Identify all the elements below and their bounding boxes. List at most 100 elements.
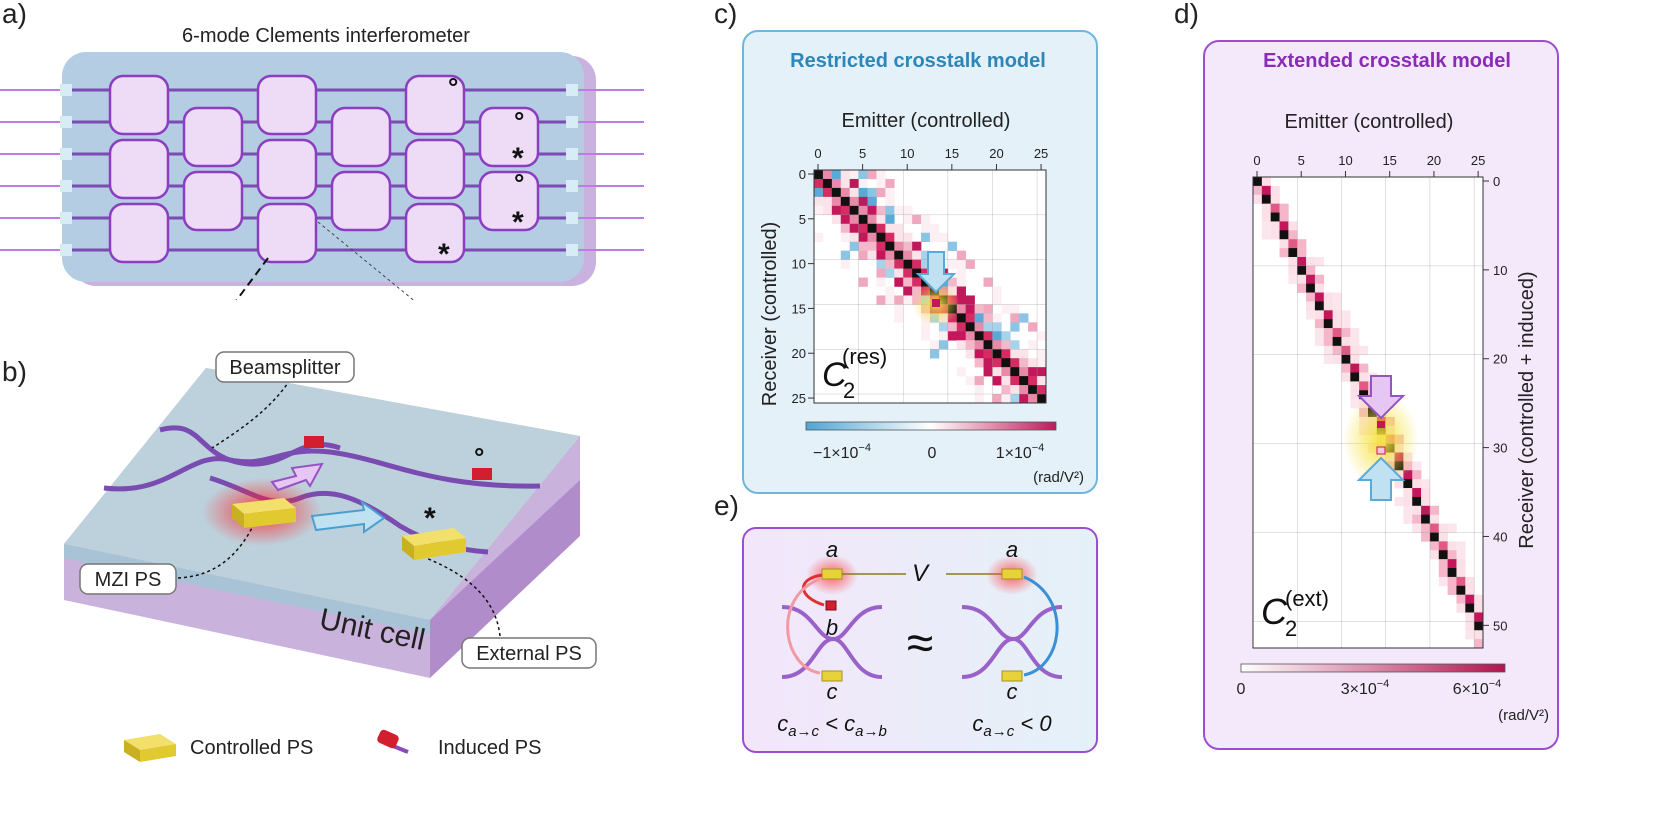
heat-cell bbox=[1306, 265, 1316, 276]
induced-ps-1 bbox=[304, 436, 324, 448]
heat-cell bbox=[1261, 185, 1271, 196]
x-tick-label: 0 bbox=[814, 146, 821, 161]
heat-cell bbox=[983, 358, 993, 368]
left-pink-arrow bbox=[786, 577, 821, 675]
marker-star-1: * bbox=[512, 142, 524, 175]
restricted-xlabel: Emitter (controlled) bbox=[842, 110, 1011, 132]
heat-cell bbox=[867, 223, 877, 234]
heat-cell bbox=[849, 223, 859, 234]
heat-cell bbox=[921, 250, 931, 260]
heat-cell bbox=[912, 214, 922, 225]
heat-cell bbox=[1359, 372, 1369, 382]
heat-cell bbox=[1429, 532, 1440, 542]
heat-cell bbox=[1019, 376, 1029, 386]
heat-cell bbox=[1261, 194, 1271, 204]
heat-cell bbox=[831, 170, 842, 180]
heat-cell bbox=[1270, 185, 1280, 196]
zoom-line-right bbox=[317, 221, 415, 300]
heat-cell bbox=[1421, 505, 1431, 515]
heat-cell bbox=[983, 349, 993, 359]
y-tick-label: 20 bbox=[1493, 352, 1507, 367]
heat-cell bbox=[831, 214, 842, 225]
heat-cell bbox=[1456, 559, 1466, 569]
extended-heatmap-chart: Extended crosstalk model Emitter (contro… bbox=[1237, 50, 1549, 724]
marker-circle: ° bbox=[474, 442, 484, 472]
heat-cell bbox=[1306, 301, 1316, 311]
heat-cell bbox=[840, 178, 850, 189]
heat-cell bbox=[1001, 304, 1011, 314]
heat-cell bbox=[921, 214, 931, 225]
extended-colorbar-unit: (rad/V²) bbox=[1498, 707, 1549, 724]
heat-cell bbox=[983, 277, 993, 287]
marker-star-2: * bbox=[512, 206, 524, 239]
heat-cell bbox=[814, 170, 824, 180]
mzi-cell bbox=[182, 106, 244, 168]
heat-cell bbox=[1332, 310, 1342, 320]
heat-cell bbox=[1403, 496, 1413, 507]
heat-cell bbox=[1332, 336, 1342, 347]
heat-cell bbox=[921, 331, 931, 341]
heat-cell bbox=[947, 259, 958, 269]
heat-cell bbox=[840, 232, 850, 242]
heat-cell bbox=[849, 187, 859, 198]
heat-cell bbox=[1474, 630, 1484, 640]
mzi-cell bbox=[404, 74, 466, 136]
heat-cell bbox=[1323, 310, 1333, 320]
heat-cell bbox=[1447, 550, 1457, 560]
heat-cell bbox=[1001, 394, 1011, 404]
heat-cell bbox=[1028, 367, 1038, 377]
heat-cell bbox=[1341, 354, 1351, 364]
heat-cell bbox=[1465, 621, 1475, 631]
x-tick-label: 10 bbox=[900, 146, 914, 161]
heat-cell bbox=[1350, 363, 1360, 373]
heat-cell bbox=[921, 232, 931, 242]
heat-cell bbox=[921, 259, 931, 269]
legend-induced-label: Induced PS bbox=[438, 737, 541, 759]
heat-cell bbox=[1314, 292, 1325, 302]
mzi-cell bbox=[108, 202, 170, 264]
heat-cell bbox=[876, 178, 886, 189]
svg-text:3×10−4: 3×10−4 bbox=[1341, 678, 1390, 698]
heat-cell bbox=[867, 214, 877, 225]
heat-cell bbox=[1261, 177, 1271, 187]
heat-cell bbox=[1306, 310, 1316, 320]
heat-cell bbox=[885, 295, 895, 305]
heat-cell bbox=[1429, 523, 1440, 533]
heat-cell bbox=[1429, 541, 1440, 551]
heat-cell bbox=[938, 322, 949, 332]
mzi-cell bbox=[108, 138, 170, 200]
heat-cell bbox=[1403, 514, 1413, 524]
x-tick-label: 25 bbox=[1034, 146, 1048, 161]
heat-cell bbox=[1447, 541, 1457, 551]
restricted-colorbar-ticks: −1×10−4 0 1×10−4 bbox=[813, 442, 1044, 462]
heat-cell bbox=[930, 340, 940, 350]
heat-cell bbox=[956, 331, 966, 341]
heat-cell bbox=[1323, 319, 1333, 329]
heat-cell bbox=[867, 250, 877, 260]
heat-cell bbox=[974, 340, 984, 350]
heat-cell bbox=[903, 250, 913, 260]
output-port bbox=[566, 116, 578, 128]
heat-cell bbox=[849, 232, 859, 242]
heat-cell bbox=[840, 250, 850, 260]
panel-label-c: c) bbox=[714, 0, 738, 29]
heat-cell bbox=[1456, 594, 1466, 604]
right-inequality: ca→c < 0 bbox=[972, 711, 1052, 740]
heat-cell bbox=[974, 358, 984, 368]
interferometer-title: 6-mode Clements interferometer bbox=[182, 25, 470, 47]
mzi-cell bbox=[330, 170, 392, 232]
y-tick-label: 15 bbox=[792, 301, 806, 316]
heat-cell bbox=[956, 250, 966, 260]
extended-frame bbox=[1252, 176, 1484, 649]
heat-cell bbox=[822, 205, 833, 216]
heat-cell bbox=[1288, 256, 1298, 267]
heat-cell bbox=[831, 178, 842, 189]
heat-cell bbox=[1412, 488, 1422, 498]
heat-cell bbox=[938, 340, 949, 350]
heat-cell bbox=[840, 205, 850, 216]
heat-cell bbox=[1403, 488, 1413, 498]
restricted-colorbar bbox=[805, 421, 1057, 431]
heat-cell bbox=[1465, 630, 1475, 640]
heat-cell bbox=[956, 304, 966, 314]
heat-cell bbox=[814, 187, 824, 198]
